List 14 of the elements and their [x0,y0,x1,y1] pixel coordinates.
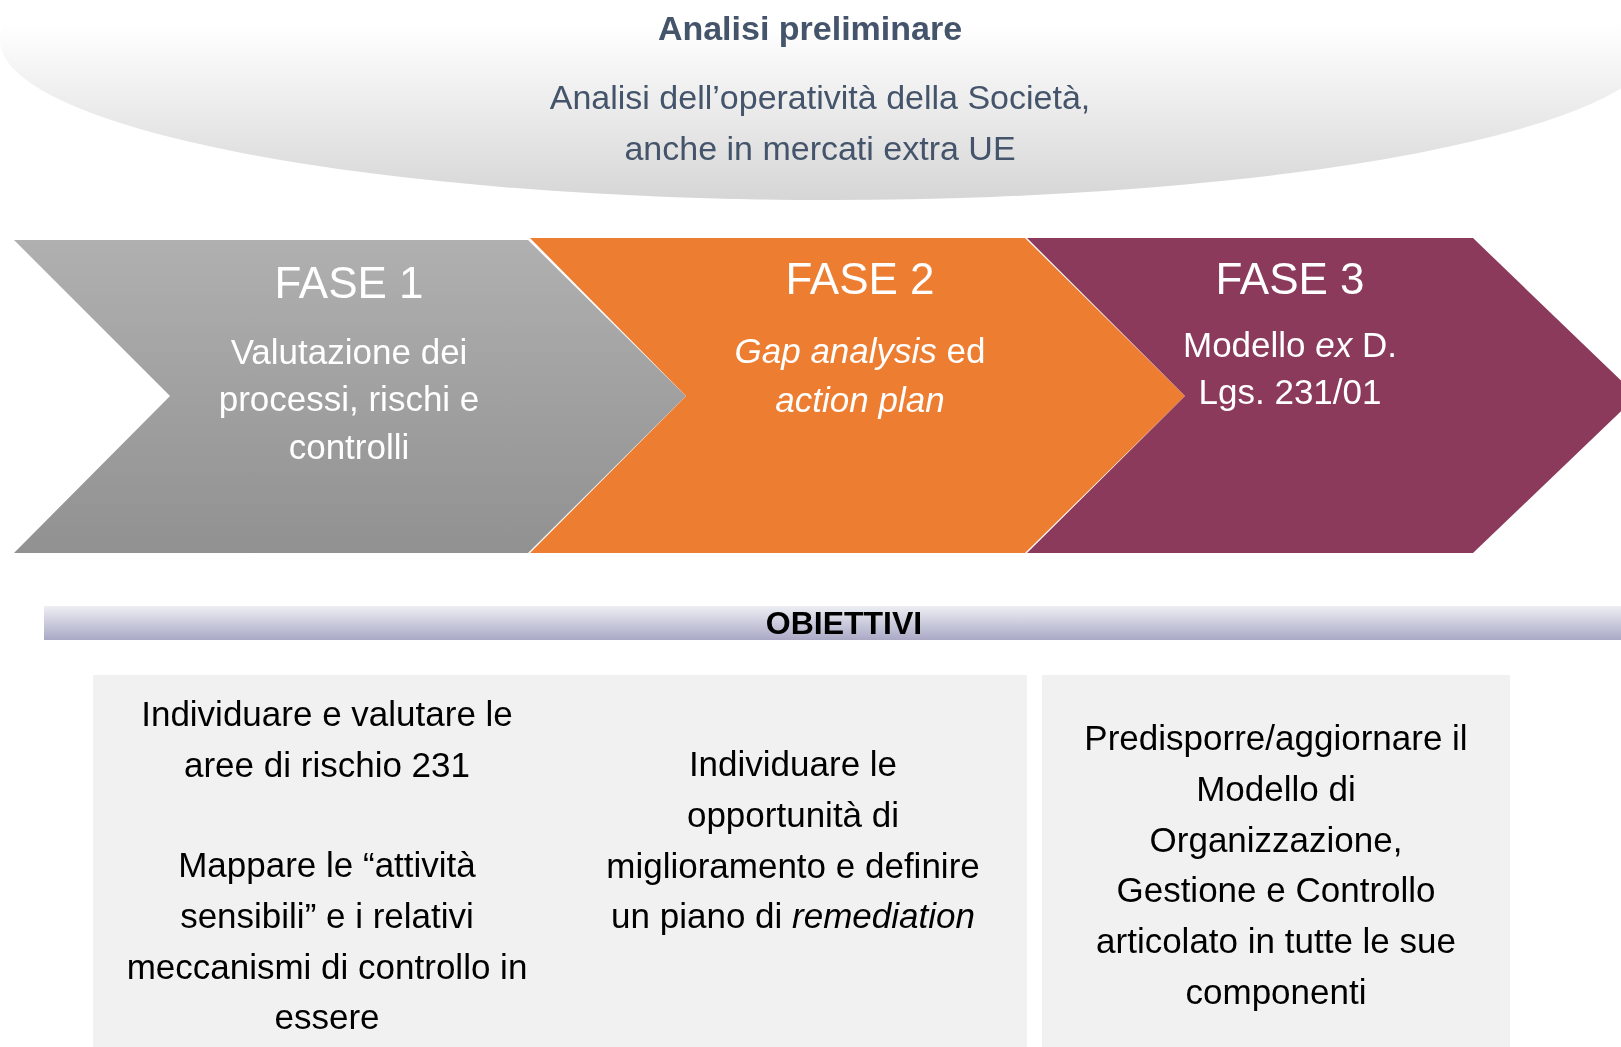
phase-text: Modello ex D. Lgs. 231/01 [1182,324,1398,413]
phase-title: FASE 1 [273,257,425,309]
phase-text: Valutazione dei processi, rischi e controlli [217,331,481,468]
band-heading: Analisi preliminare [656,8,964,49]
objective-text: Predisporre/aggiornare il Modello di Organizzazione, Gestione e Controllo articolato in tutte le sue componenti [1083,717,1469,1013]
objective-text: Mappare le “attività sensibili” e i relativi meccanismi di controllo in essere [125,844,529,1039]
phase-title: FASE 2 [784,253,936,305]
section-heading: OBIETTIVI [764,604,924,643]
objective-text: Individuare e valutare le aree di rischio 231 [140,693,514,786]
objective-text: Individuare le opportunità di miglioramento e definire un piano di remediation [605,743,981,938]
section-bar [44,606,1621,640]
phase-text: Gap analysis ed action plan [733,330,987,421]
phase-title: FASE 3 [1214,253,1366,305]
band-text: Analisi dell’operatività della Società, anche in mercati extra UE [548,77,1092,169]
